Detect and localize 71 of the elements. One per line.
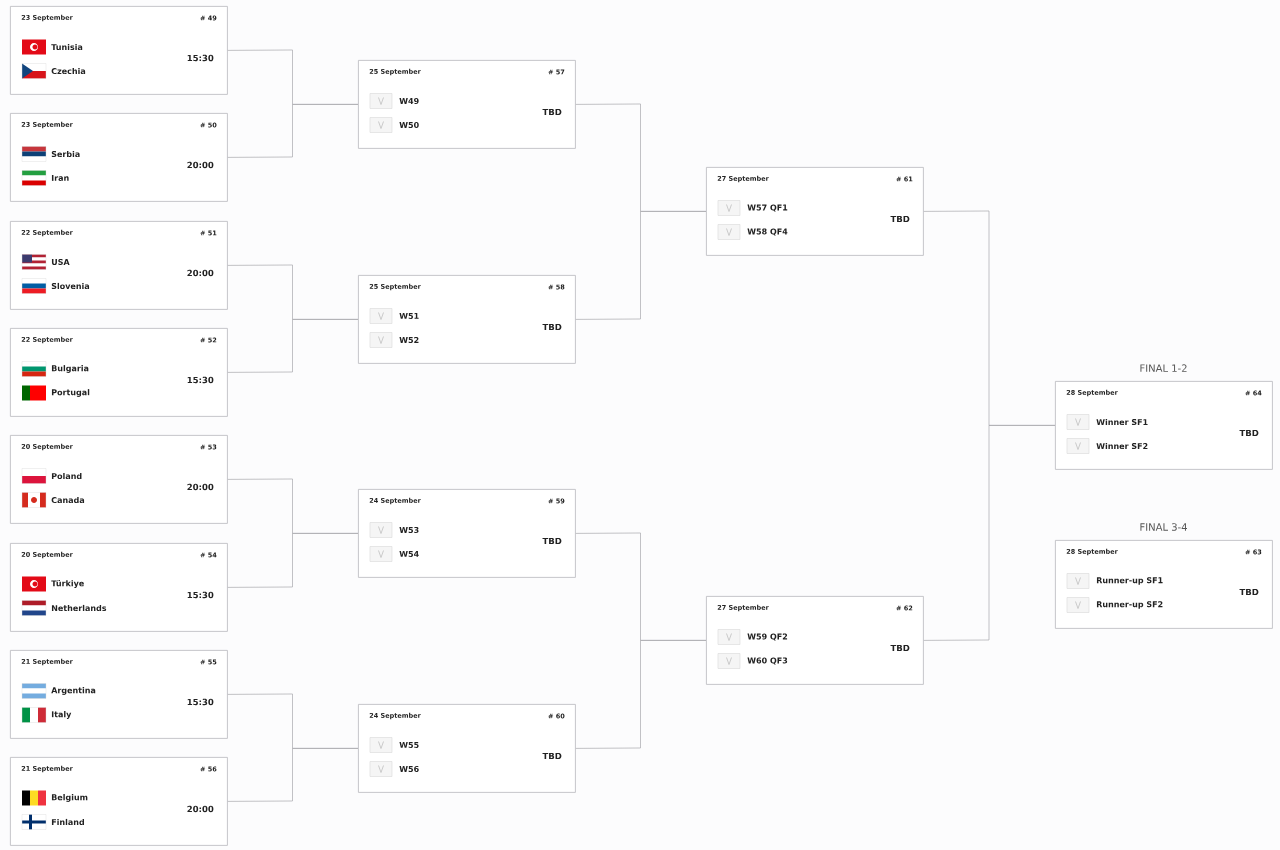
team-name: Winner SF1 xyxy=(1096,418,1148,426)
team-name: W51 xyxy=(399,313,419,319)
bracket-line xyxy=(227,533,359,588)
match-card xyxy=(358,489,576,578)
match-card xyxy=(10,221,228,310)
team-name: W49 xyxy=(399,98,419,104)
bracket-line xyxy=(575,640,707,749)
team-name: Czechia xyxy=(51,67,86,75)
match-card xyxy=(358,60,576,149)
match-time: 20:00 xyxy=(187,161,214,169)
match-time: 15:30 xyxy=(187,591,214,599)
match-card xyxy=(10,650,228,739)
team-name: W57 QF1 xyxy=(747,204,788,212)
team-name: W55 xyxy=(399,742,419,748)
team-name: W50 xyxy=(399,121,419,128)
match-time: 20:00 xyxy=(187,269,214,277)
team-name: Runner-up SF2 xyxy=(1096,601,1163,609)
team-name: Bulgaria xyxy=(51,365,89,373)
bracket-line xyxy=(227,104,359,158)
match-time: TBD xyxy=(890,215,910,223)
match-card xyxy=(10,113,228,202)
team-name: Slovenia xyxy=(51,282,90,290)
team-name: Winner SF2 xyxy=(1096,442,1148,450)
team-name: W58 QF4 xyxy=(747,228,788,236)
team-name: W56 xyxy=(399,766,419,772)
match-card xyxy=(10,328,228,417)
match-time: 15:30 xyxy=(187,376,214,384)
match-time: 15:30 xyxy=(187,54,214,62)
match-time: TBD xyxy=(542,537,562,545)
section-heading: FINAL 1-2 xyxy=(1140,364,1187,372)
match-card xyxy=(358,704,576,793)
team-name: Portugal xyxy=(51,389,90,397)
team-name: Finland xyxy=(51,818,84,826)
team-name: Canada xyxy=(51,496,85,504)
bracket-line xyxy=(227,319,359,373)
team-name: W59 QF2 xyxy=(747,633,788,641)
match-card xyxy=(10,6,228,95)
team-name: W60 QF3 xyxy=(747,657,788,665)
bracket-line xyxy=(575,211,707,320)
match-card xyxy=(706,596,924,685)
team-name: Runner-up SF1 xyxy=(1096,577,1163,585)
team-name: W52 xyxy=(399,336,419,343)
team-name: Iran xyxy=(51,175,69,181)
bracket-line xyxy=(923,425,1056,641)
team-name: USA xyxy=(51,258,70,265)
section-heading: FINAL 3-4 xyxy=(1140,523,1187,531)
team-name: Netherlands xyxy=(51,604,107,612)
match-time: TBD xyxy=(1239,588,1259,596)
team-name: Serbia xyxy=(51,150,80,158)
match-card xyxy=(10,543,228,632)
team-name: Tunisia xyxy=(51,43,83,51)
match-time: 20:00 xyxy=(187,483,214,491)
match-card xyxy=(706,167,924,256)
match-time: TBD xyxy=(542,108,562,116)
match-time: TBD xyxy=(542,752,562,760)
team-name: W54 xyxy=(399,551,419,557)
match-time: TBD xyxy=(1239,429,1259,437)
team-name: Türkiye xyxy=(51,580,84,588)
bracket-line xyxy=(227,748,359,802)
team-name: W53 xyxy=(399,526,419,533)
team-name: Belgium xyxy=(51,794,88,802)
team-name: Italy xyxy=(51,711,72,719)
match-card xyxy=(358,275,576,364)
match-time: 20:00 xyxy=(187,805,214,813)
match-card xyxy=(10,435,228,524)
match-time: 15:30 xyxy=(187,698,214,706)
match-time: TBD xyxy=(542,323,562,331)
match-card xyxy=(10,757,228,846)
team-name: Argentina xyxy=(51,687,96,695)
team-name: Poland xyxy=(51,472,82,480)
match-time: TBD xyxy=(890,644,910,652)
